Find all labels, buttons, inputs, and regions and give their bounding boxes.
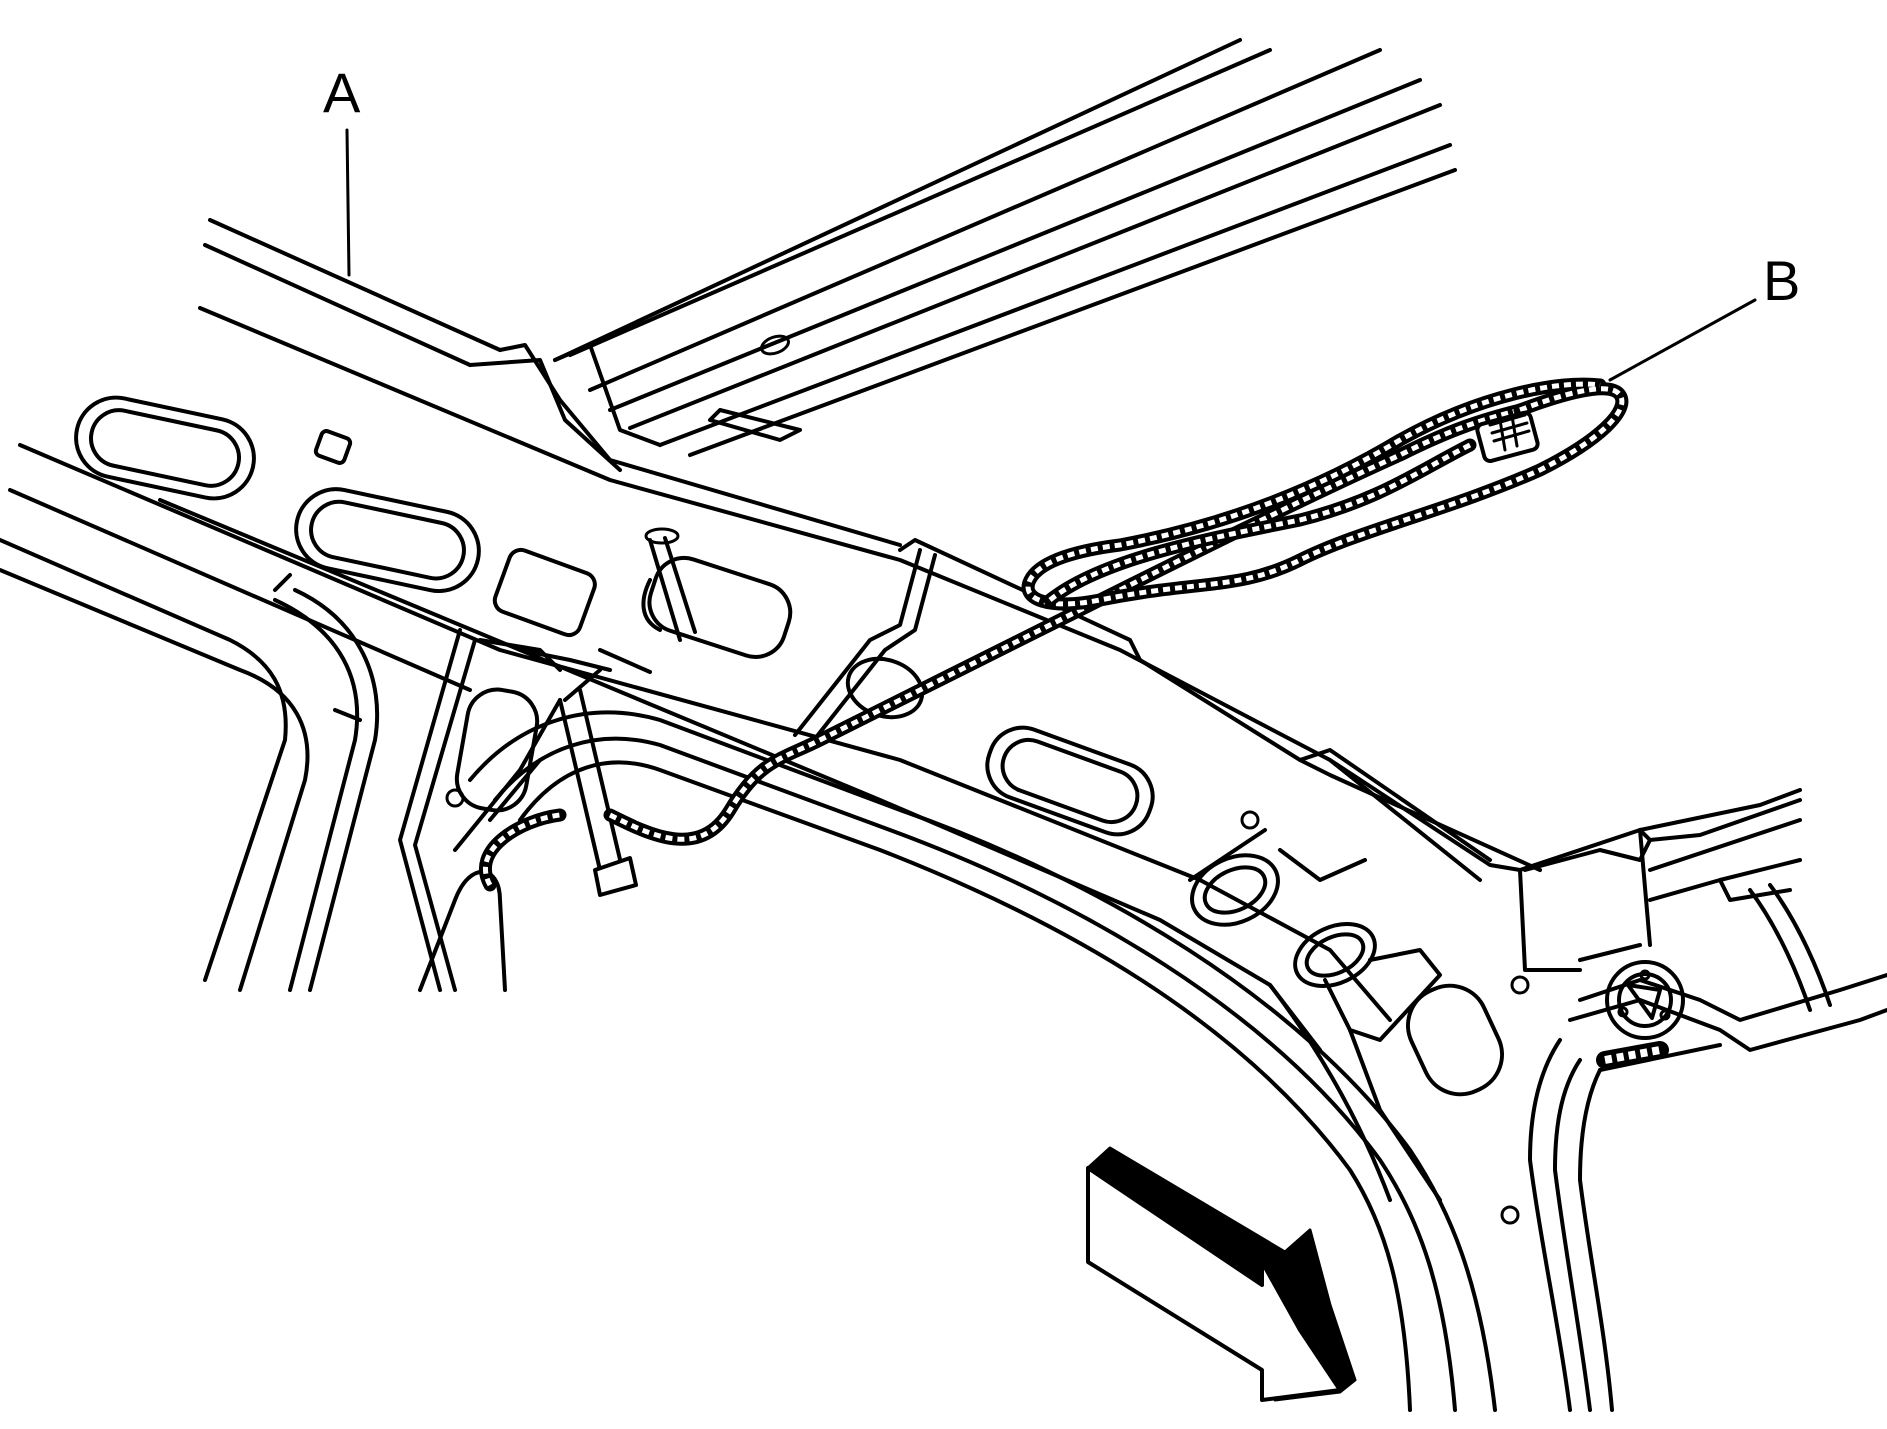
callout-b-label: B [1763,249,1800,312]
roof-channel-rails [553,38,1457,457]
rear-trim-strip [1596,1041,1669,1069]
roof-rail-panel [198,218,1482,882]
door-opening-arch [468,710,1497,1412]
left-pillar [0,538,612,992]
callout-b: B [1608,249,1800,382]
callout-b-leader [1608,298,1757,382]
wiring-harness [479,377,1629,892]
fastener-bolt [1605,960,1685,1040]
cross-member [8,395,1392,1052]
callout-a-leader [345,128,351,277]
forward-arrow-icon [1086,1146,1357,1402]
brace-strap [558,527,697,897]
callout-a-label: A [323,61,361,124]
callout-a: A [323,61,361,277]
harness-connector [1475,410,1540,463]
